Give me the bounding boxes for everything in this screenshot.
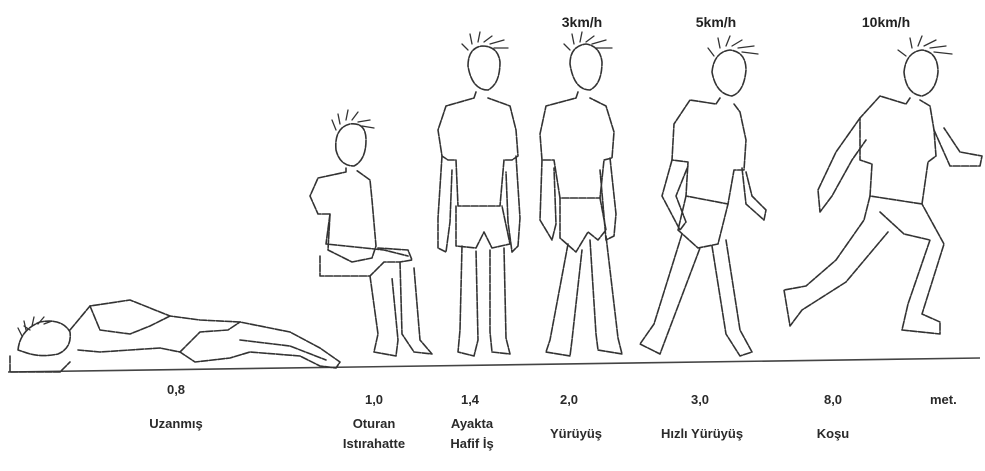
sitting-figure: [310, 110, 432, 356]
ground-line: [8, 358, 980, 372]
met-value-walking: 2,0: [560, 392, 578, 408]
activity-label-lying: Uzanmış: [149, 416, 202, 432]
met-value-fast-walking: 3,0: [691, 392, 709, 408]
activity-label-sitting-line2: Istırahatte: [343, 436, 405, 452]
walking-figure: [540, 32, 622, 356]
met-value-running: 8,0: [824, 392, 842, 408]
speed-walking: 3km/h: [562, 14, 602, 30]
activity-label-standing-line2: Hafif İş: [450, 436, 493, 452]
activity-label-standing-line1: Ayakta: [451, 416, 493, 432]
running-figure: [784, 36, 982, 334]
met-value-lying: 0,8: [167, 382, 185, 398]
activity-label-running: Koşu: [817, 426, 850, 442]
fast-walking-figure: [640, 36, 766, 356]
activity-label-walking: Yürüyüş: [550, 426, 602, 442]
activity-label-sitting-line1: Oturan: [353, 416, 396, 432]
met-value-sitting: 1,0: [365, 392, 383, 408]
lying-figure: [10, 300, 340, 372]
speed-running: 10km/h: [862, 14, 910, 30]
speed-fast-walking: 5km/h: [696, 14, 736, 30]
met-unit-label: met.: [930, 392, 957, 407]
activity-label-fast-walking: Hızlı Yürüyüş: [661, 426, 743, 442]
met-value-standing: 1,4: [461, 392, 479, 408]
standing-figure: [438, 32, 520, 356]
